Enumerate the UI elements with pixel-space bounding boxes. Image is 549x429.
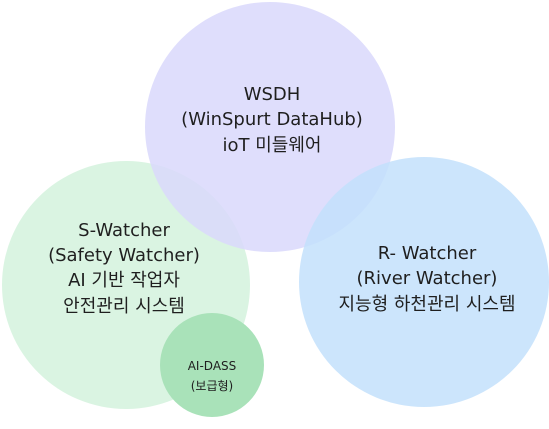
s-watcher-description-line1: AI 기반 작업자 xyxy=(68,270,180,291)
wsdh-circle xyxy=(145,2,395,252)
r-watcher-description: 지능형 하천관리 시스템 xyxy=(338,294,515,315)
r-watcher-title: R- Watcher xyxy=(378,243,477,264)
wsdh-subtitle: (WinSpurt DataHub) xyxy=(181,109,363,130)
r-watcher-subtitle: (River Watcher) xyxy=(357,268,498,289)
s-watcher-description-line2: 안전관리 시스템 xyxy=(63,296,185,317)
r-watcher-circle xyxy=(299,157,549,407)
s-watcher-title: S-Watcher xyxy=(78,220,170,241)
ai-dass-circle xyxy=(160,313,264,417)
wsdh-description: ioT 미들웨어 xyxy=(223,135,322,156)
s-watcher-subtitle: (Safety Watcher) xyxy=(48,245,200,266)
wsdh-title: WSDH xyxy=(244,84,301,105)
ai-dass-subtitle: (보급형) xyxy=(191,379,233,393)
ai-dass-title: AI-DASS xyxy=(188,359,237,373)
